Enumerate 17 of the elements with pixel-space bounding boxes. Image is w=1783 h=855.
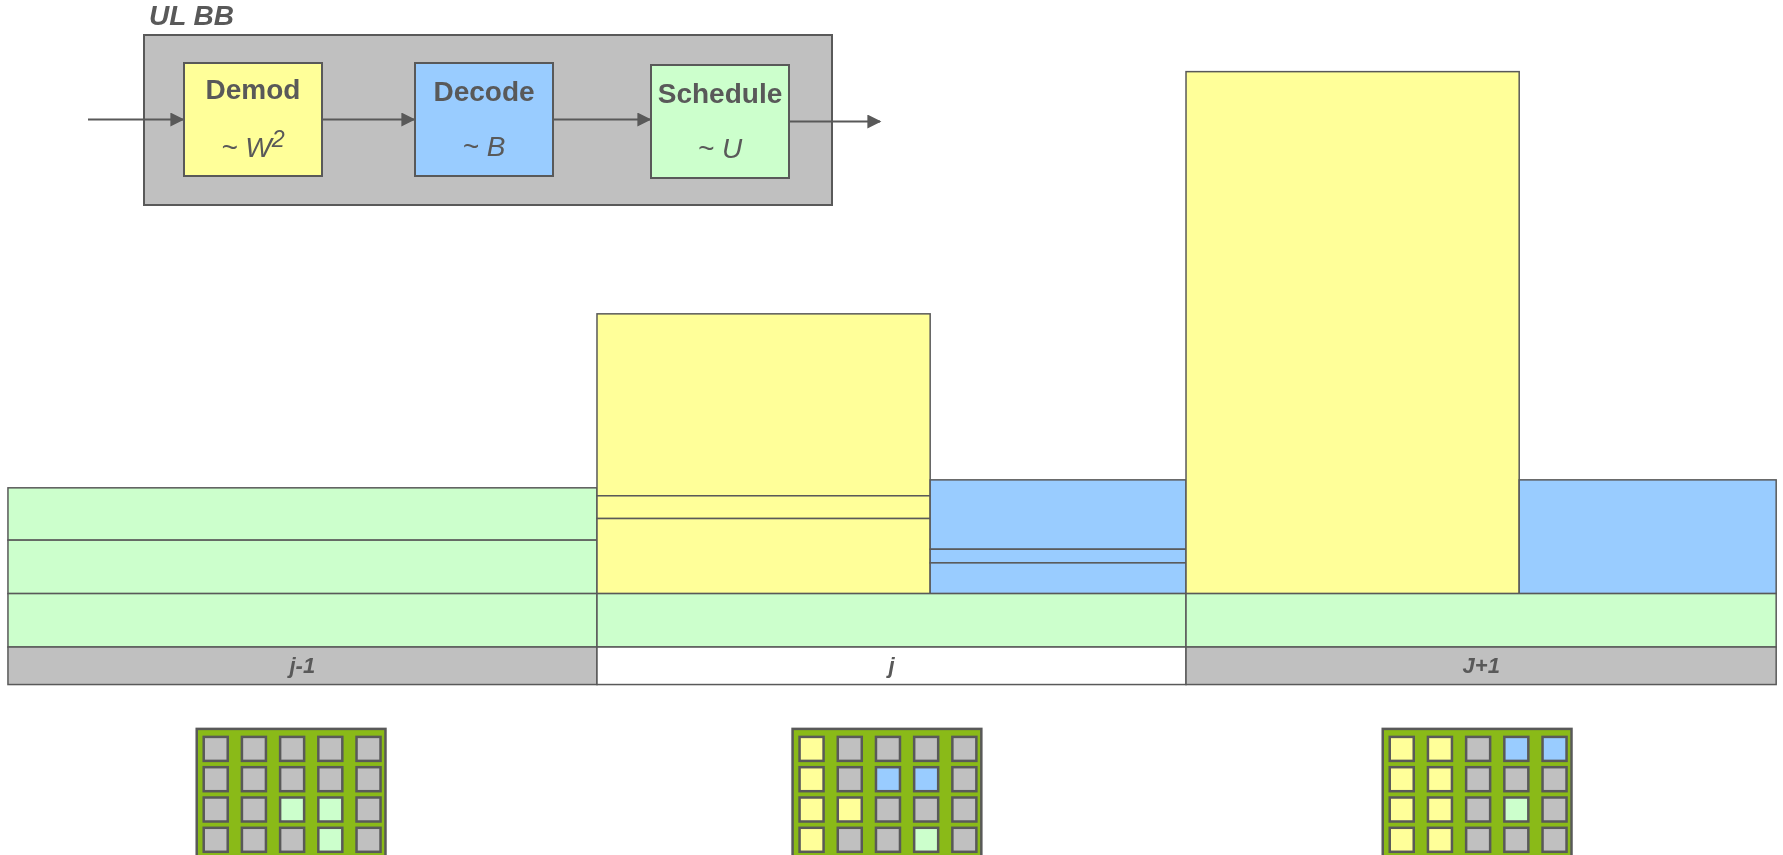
process-box xyxy=(650,64,790,179)
arrow xyxy=(553,112,652,127)
complexity-label: ~ B xyxy=(462,131,506,164)
arrow xyxy=(322,112,416,127)
box-title: Decode xyxy=(433,75,535,108)
slot-label: J+1 xyxy=(1462,652,1500,679)
arrow xyxy=(87,112,185,127)
arrow xyxy=(789,114,882,129)
group-title: UL BB xyxy=(149,0,235,32)
slot-label: j xyxy=(888,652,895,679)
complexity-label: ~ U xyxy=(697,133,743,166)
box-title: Demod xyxy=(205,74,301,107)
slot-label: j-1 xyxy=(289,652,316,679)
process-box xyxy=(414,62,554,177)
complexity-label: ~ W$^{2}$ xyxy=(221,126,285,165)
process-box xyxy=(183,62,323,177)
box-title: Schedule xyxy=(657,77,783,110)
